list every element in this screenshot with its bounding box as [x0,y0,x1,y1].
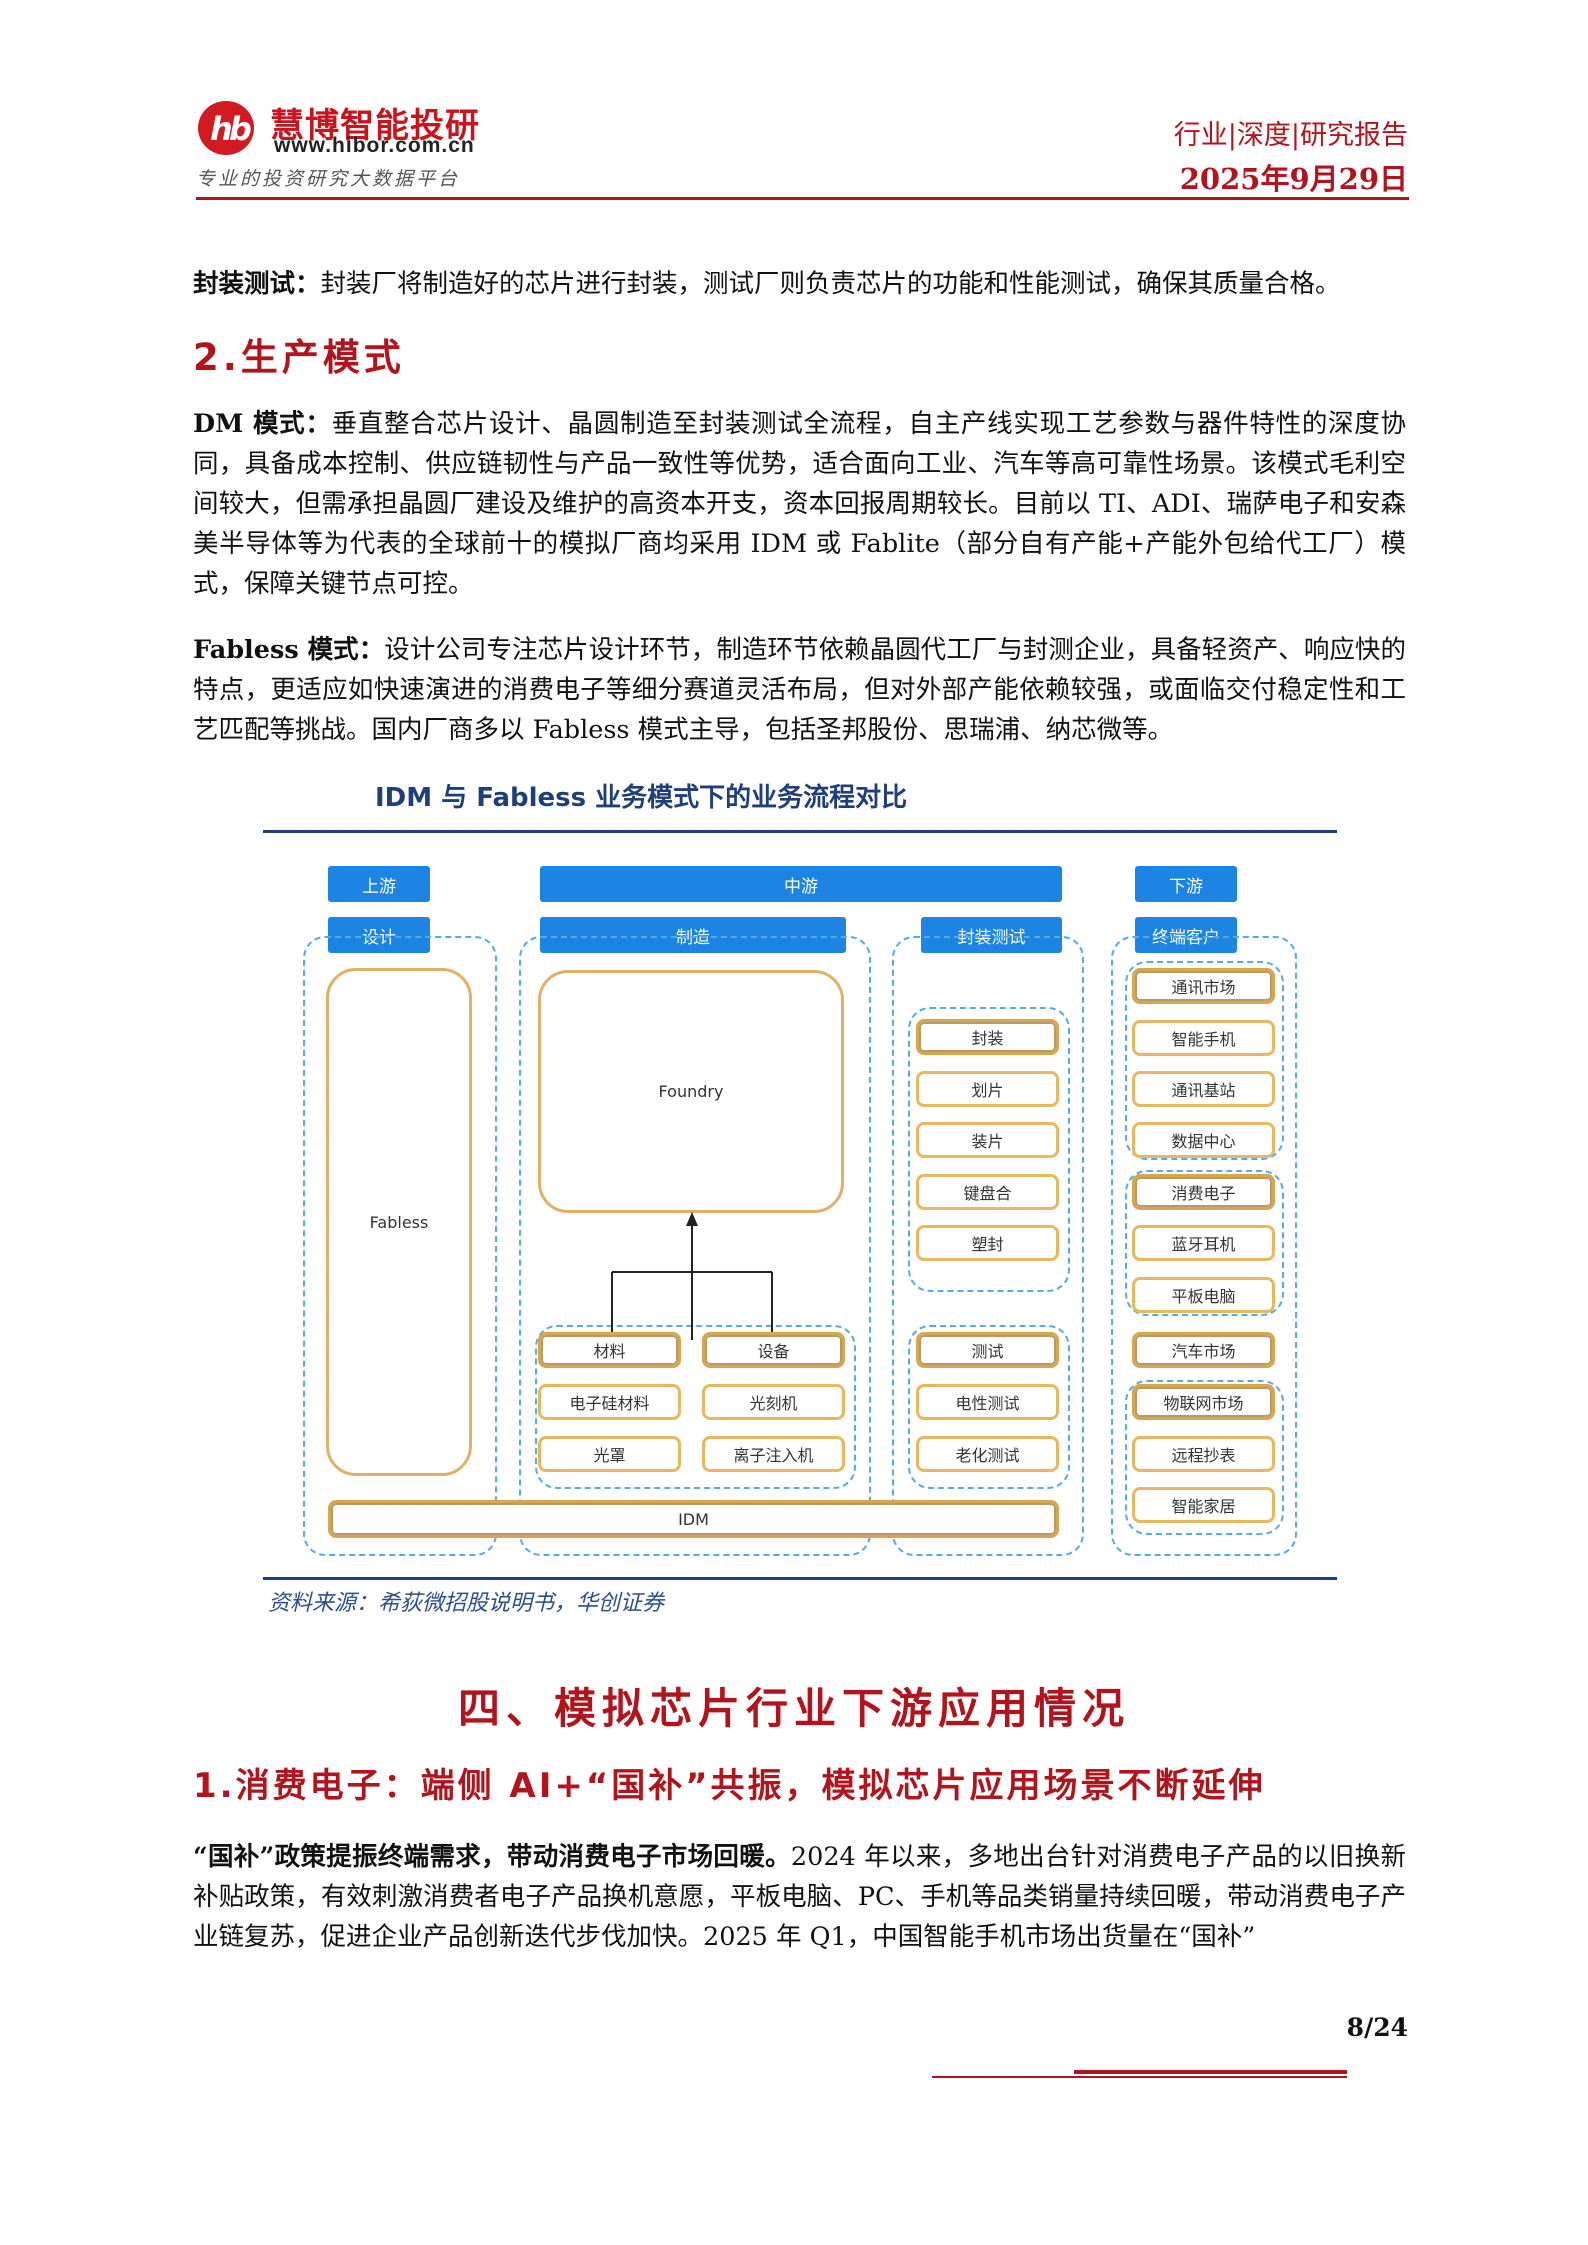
paragraph-package-test: 封装测试：封装厂将制造好的芯片进行封装，测试厂则负责芯片的功能和性能测试，确保其… [193,264,1406,304]
design-column-outline [303,936,497,1556]
customer-consumer-box: 消费电子 [1132,1174,1275,1210]
foundry-box: Foundry [538,970,844,1213]
packaging-box: 封装 [916,1019,1059,1055]
figure-bottom-rule [263,1577,1337,1580]
flow-arrow-icon [611,1212,773,1340]
paragraph-text: 垂直整合芯片设计、晶圆制造至封装测试全流程，自主产线实现工艺参数与器件特性的深度… [193,409,1406,599]
packaging-column-outline [892,936,1084,1556]
paragraph-text: 2024 年以来，多地出台针对消费电子产品的以旧换新补贴政策，有效刺激消费者电子… [193,1842,1406,1952]
materials-box: 材料 [538,1332,681,1368]
paragraph-label: “国补”政策提振终端需求，带动消费电子市场回暖。 [193,1842,791,1872]
iot-group-outline [1125,1380,1284,1535]
page-number: 8/24 [1346,2013,1408,2042]
svg-text:b: b [229,110,252,148]
logo-name: 慧博智能投研 [270,106,480,146]
materials-item: 电子硅材料 [538,1384,681,1420]
report-date: 2025年9月29日 [1179,162,1408,196]
telecom-group-outline [1125,961,1284,1160]
zone-midstream: 中游 [540,866,1062,902]
customer-auto-box: 汽车市场 [1132,1332,1275,1368]
paragraph-text: 封装厂将制造好的芯片进行封装，测试厂则负责芯片的功能和性能测试，确保其质量合格。 [320,269,1341,299]
customer-item: 远程抄表 [1132,1436,1275,1472]
packaging-group-outline [908,1007,1070,1292]
figure-title: IDM 与 Fabless 业务模式下的业务流程对比 [375,783,908,813]
figure-source: 资料来源：希荻微招股说明书，华创证券 [268,1591,665,1616]
customer-item: 智能家居 [1132,1487,1275,1523]
manufacturing-column-outline [519,936,871,1556]
logo-slogan: 专业的投资研究大数据平台 [196,168,461,190]
customer-telecom-box: 通讯市场 [1132,968,1275,1004]
materials-equipment-outline [535,1325,856,1489]
footer-rule-thin [932,2076,1347,2078]
paragraph-subsidy: “国补”政策提振终端需求，带动消费电子市场回暖。2024 年以来，多地出台针对消… [193,1837,1406,1957]
footer-rule-thick [1074,2070,1347,2074]
figure-top-rule [263,830,1337,833]
header-divider [196,197,1409,200]
customer-iot-box: 物联网市场 [1132,1384,1275,1420]
packaging-item: 键盘合 [916,1174,1059,1210]
idm-bar: IDM [328,1500,1059,1538]
report-type: 行业|深度|研究报告 [1173,120,1408,151]
customer-column-outline [1111,936,1297,1556]
paragraph-label: Fabless 模式： [193,635,385,665]
stage-design: 设计 [328,917,430,953]
testing-group-outline [908,1325,1070,1489]
paragraph-text: 设计公司专注芯片设计环节，制造环节依赖晶圆代工厂与封测企业，具备轻资产、响应快的… [193,635,1406,745]
customer-item: 平板电脑 [1132,1277,1275,1313]
heading-production-mode: 2.生产模式 [193,336,405,379]
fabless-box: Fabless [326,968,472,1476]
zone-downstream: 下游 [1135,866,1237,902]
paragraph-label: 封装测试： [193,269,321,299]
logo-url: www.hibor.com.cn [274,134,475,157]
customer-item: 通讯基站 [1132,1071,1275,1107]
equipment-item: 光刻机 [702,1384,845,1420]
testing-box: 测试 [916,1332,1059,1368]
svg-text:h: h [210,110,233,148]
customer-item: 蓝牙耳机 [1132,1225,1275,1261]
customer-item: 数据中心 [1132,1122,1275,1158]
packaging-item: 装片 [916,1122,1059,1158]
paragraph-idm: DM 模式：垂直整合芯片设计、晶圆制造至封装测试全流程，自主产线实现工艺参数与器… [193,404,1406,604]
materials-item: 光罩 [538,1436,681,1472]
stage-packaging-testing: 封装测试 [921,917,1062,953]
packaging-item: 塑封 [916,1225,1059,1261]
paragraph-label: DM 模式： [193,409,332,439]
testing-item: 老化测试 [916,1436,1059,1472]
equipment-item: 离子注入机 [702,1436,845,1472]
hibor-logo-icon: h b [196,98,270,156]
packaging-item: 划片 [916,1071,1059,1107]
heading-consumer-electronics: 1.消费电子：端侧 AI+“国补”共振，模拟芯片应用场景不断延伸 [193,1766,1266,1806]
testing-item: 电性测试 [916,1384,1059,1420]
zone-upstream: 上游 [328,866,430,902]
heading-section-4: 四、模拟芯片行业下游应用情况 [457,1684,1130,1733]
equipment-box: 设备 [702,1332,845,1368]
customer-item: 智能手机 [1132,1020,1275,1056]
consumer-group-outline [1125,1170,1284,1316]
paragraph-fabless: Fabless 模式：设计公司专注芯片设计环节，制造环节依赖晶圆代工厂与封测企业… [193,630,1406,750]
